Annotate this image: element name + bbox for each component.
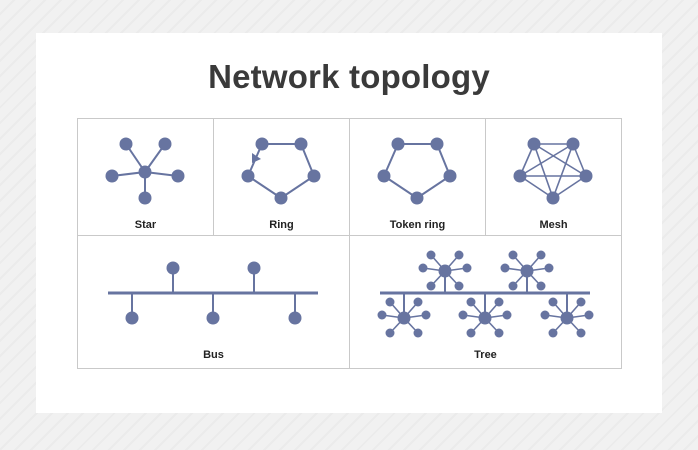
bus-node — [125, 311, 139, 325]
tree-hub-node — [438, 264, 452, 278]
tree-leaf-node — [548, 328, 558, 338]
tree-leaf-node — [584, 310, 594, 320]
tree-leaf-node — [421, 310, 431, 320]
mesh-node — [546, 191, 560, 205]
ring-node — [294, 137, 308, 151]
bus-node — [247, 261, 261, 275]
token-ring-node — [443, 169, 457, 183]
mesh-node — [579, 169, 593, 183]
tree-leaf-node — [536, 281, 546, 291]
page-title: Network topology — [208, 58, 490, 95]
tree-leaf-node — [548, 297, 558, 307]
tree-leaf-node — [494, 328, 504, 338]
tree-leaf-node — [454, 250, 464, 260]
panel-tree: Tree — [349, 235, 622, 369]
token-ring-node — [377, 169, 391, 183]
tree-hub-node — [520, 264, 534, 278]
mesh-label: Mesh — [539, 219, 568, 231]
token-ring-node — [430, 137, 444, 151]
tree-leaf-node — [413, 328, 423, 338]
ring-node — [241, 169, 255, 183]
star-node — [171, 169, 185, 183]
tree-leaf-node — [508, 281, 518, 291]
ring-node — [255, 137, 269, 151]
bus-node — [288, 311, 302, 325]
tree-leaf-node — [377, 310, 387, 320]
ring-label: Ring — [269, 219, 294, 231]
tree-leaf-node — [413, 297, 423, 307]
star-node — [119, 137, 133, 151]
tree-diagram — [377, 250, 594, 338]
tree-leaf-node — [544, 263, 554, 273]
tree-leaf-node — [576, 328, 586, 338]
ring-direction-arrow — [252, 153, 261, 163]
tree-hub-node — [397, 311, 411, 325]
star-label: Star — [134, 219, 157, 231]
tree-leaf-node — [540, 310, 550, 320]
tree-leaf-node — [508, 250, 518, 260]
panel-mesh: Mesh — [485, 118, 622, 236]
tree-leaf-node — [466, 328, 476, 338]
tree-leaf-node — [458, 310, 468, 320]
tree-leaf-node — [494, 297, 504, 307]
tree-leaf-node — [385, 297, 395, 307]
tree-leaf-node — [385, 328, 395, 338]
ring-node — [274, 191, 288, 205]
tree-leaf-node — [576, 297, 586, 307]
star-diagram — [105, 137, 185, 205]
bus-node — [206, 311, 220, 325]
token-ring-diagram — [377, 137, 457, 205]
bus-label: Bus — [203, 349, 224, 361]
star-node — [138, 191, 152, 205]
star-node — [158, 137, 172, 151]
tree-leaf-node — [454, 281, 464, 291]
token-ring-label: Token ring — [389, 219, 446, 231]
panel-star: Star — [77, 118, 214, 236]
tree-leaf-node — [502, 310, 512, 320]
bus-diagram — [108, 261, 318, 325]
panel-bus: Bus — [77, 235, 350, 369]
tree-leaf-node — [466, 297, 476, 307]
tree-leaf-node — [462, 263, 472, 273]
token-ring-node — [410, 191, 424, 205]
ring-node — [307, 169, 321, 183]
star-node — [105, 169, 119, 183]
mesh-node — [513, 169, 527, 183]
mesh-node — [527, 137, 541, 151]
star-hub-node — [138, 165, 152, 179]
panel-token-ring: Token ring — [349, 118, 486, 236]
ring-diagram — [241, 137, 321, 205]
tree-leaf-node — [426, 281, 436, 291]
tree-leaf-node — [536, 250, 546, 260]
tree-hub-node — [560, 311, 574, 325]
tree-leaf-node — [426, 250, 436, 260]
mesh-diagram — [513, 137, 593, 205]
mesh-node — [566, 137, 580, 151]
bus-node — [166, 261, 180, 275]
token-ring-node — [391, 137, 405, 151]
tree-leaf-node — [500, 263, 510, 273]
tree-leaf-node — [418, 263, 428, 273]
tree-label: Tree — [474, 349, 497, 361]
panel-ring: Ring — [213, 118, 350, 236]
tree-hub-node — [478, 311, 492, 325]
